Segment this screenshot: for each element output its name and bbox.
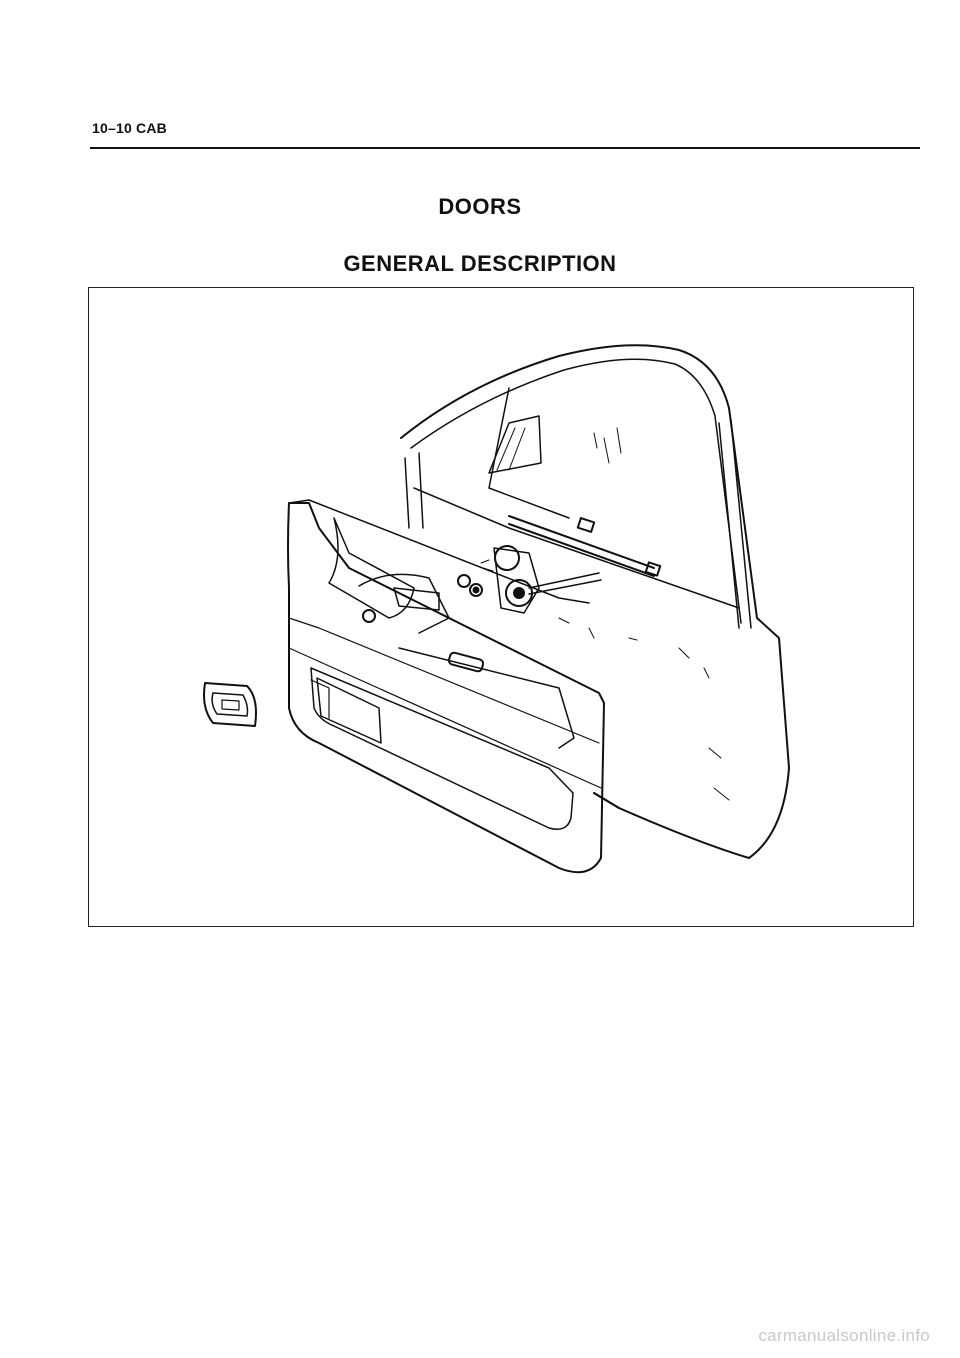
page-header: 10–10 CAB: [92, 120, 167, 136]
window-frame-inner: [410, 358, 742, 624]
belt-line: [413, 487, 740, 609]
section-subtitle: GENERAL DESCRIPTION: [343, 251, 617, 276]
vent-window: [488, 415, 542, 474]
door-exploded-view-illustration: [203, 344, 790, 874]
door-bottom-edge: [593, 792, 620, 809]
door-shell-outline: [400, 344, 790, 859]
map-pocket: [310, 667, 574, 830]
header-rule: [90, 147, 920, 149]
door-trim-panel: [287, 499, 605, 874]
section-title: DOORS: [438, 194, 522, 219]
window-regulator: [457, 545, 602, 614]
inside-handle-bezel: [203, 682, 257, 727]
window-glass: [488, 387, 570, 519]
footer-watermark: carmanualsonline.info: [758, 1326, 930, 1345]
regulator-rail: [508, 515, 655, 577]
door-figure: [88, 287, 914, 927]
